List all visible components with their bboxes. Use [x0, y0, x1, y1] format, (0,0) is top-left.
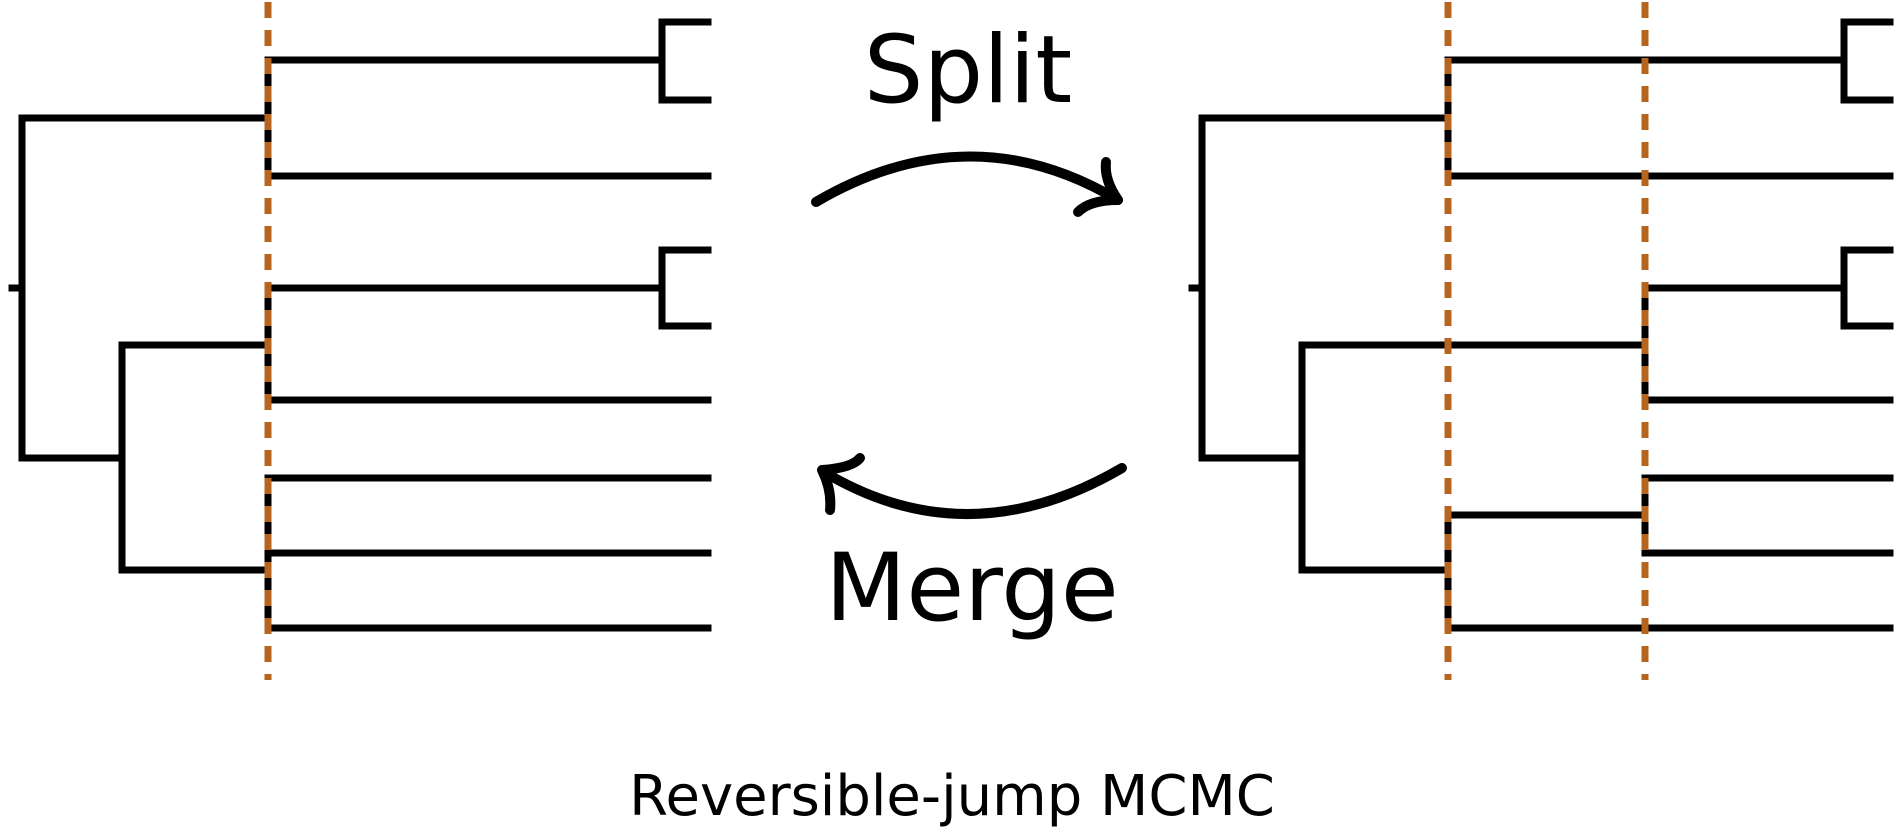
merge-arrow — [817, 453, 1127, 519]
left-dendrogram — [8, 18, 712, 632]
merge-arrow-head — [817, 453, 865, 515]
split-arrow — [811, 151, 1123, 217]
split-label: Split — [864, 16, 1072, 125]
split-arrow-shaft — [811, 151, 1123, 207]
diagram-caption: Reversible-jump MCMC — [629, 764, 1275, 829]
merge-label: Merge — [825, 534, 1118, 643]
merge-arrow-shaft — [819, 463, 1127, 519]
split-arrow-head — [1073, 157, 1123, 217]
right-dendrogram — [1188, 18, 1894, 632]
